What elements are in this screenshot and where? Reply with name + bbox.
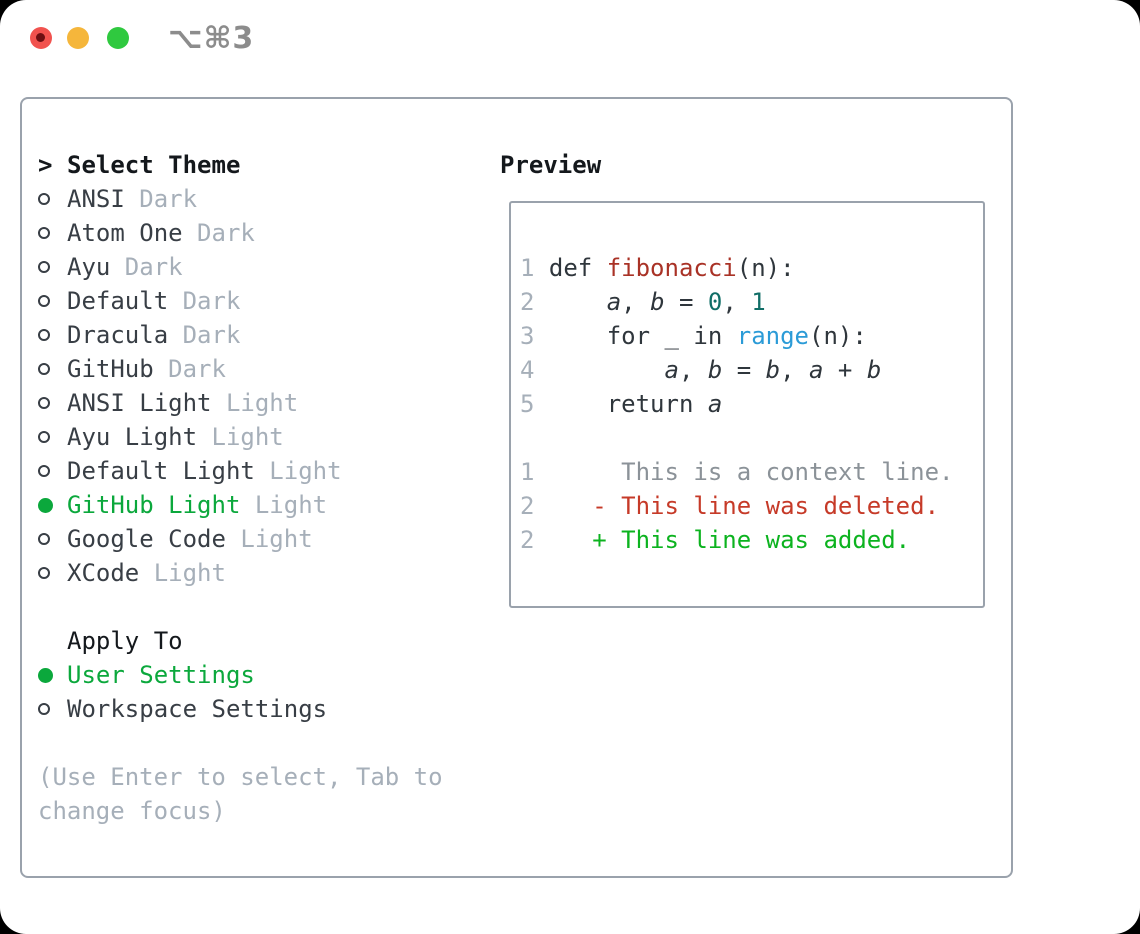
selection-cursor-icon: > [38, 151, 53, 179]
apply-option-user-settings[interactable]: User Settings [38, 658, 443, 692]
help-text-line: (Use Enter to select, Tab to [38, 763, 443, 791]
theme-picker-title: Select Theme [67, 151, 241, 179]
minimize-button[interactable] [67, 27, 89, 49]
radio-selected-icon [38, 667, 53, 683]
code-line: 4 a, b = b, a + b [520, 356, 882, 384]
window-title: ⌥⌘3 [168, 21, 255, 56]
radio-icon [38, 295, 50, 307]
code-line: 2 a, b = 0, 1 [520, 288, 766, 316]
radio-icon [38, 431, 50, 443]
close-dot-icon [36, 33, 45, 42]
diff-line-context: 1 This is a context line. [520, 458, 954, 486]
diff-line-deleted: 2 - This line was deleted. [520, 492, 940, 520]
spacer [38, 590, 443, 624]
apply-to-title: Apply To [67, 627, 183, 655]
radio-icon [38, 363, 50, 375]
theme-option-default-light-light[interactable]: Default Light Light [38, 454, 443, 488]
diff-line-added: 2 + This line was added. [520, 526, 911, 554]
radio-icon [38, 533, 50, 545]
theme-option-default-dark[interactable]: Default Dark [38, 284, 443, 318]
apply-option-workspace-settings[interactable]: Workspace Settings [38, 692, 443, 726]
spacer [520, 421, 983, 455]
theme-option-github-light-light[interactable]: GitHub Light Light [38, 488, 443, 522]
diff-sample: 1 This is a context line. 2 - This line w… [520, 455, 983, 557]
radio-icon [38, 193, 50, 205]
radio-icon [38, 261, 50, 273]
help-text-line: change focus) [38, 797, 226, 825]
theme-option-atom-one-dark[interactable]: Atom One Dark [38, 216, 443, 250]
preview-pane: 1 def fibonacci(n): 2 a, b = 0, 1 3 for _ … [509, 201, 985, 608]
theme-option-ansi-dark[interactable]: ANSI Dark [38, 182, 443, 216]
theme-option-github-dark[interactable]: GitHub Dark [38, 352, 443, 386]
radio-icon [38, 227, 50, 239]
radio-icon [38, 397, 50, 409]
theme-option-dracula-dark[interactable]: Dracula Dark [38, 318, 443, 352]
code-line: 1 def fibonacci(n): [520, 254, 795, 282]
close-button[interactable] [30, 27, 52, 49]
theme-picker-title-row: > Select Theme [38, 148, 443, 182]
radio-icon [38, 703, 50, 715]
help-text: (Use Enter to select, Tab to change focus… [38, 760, 443, 828]
radio-icon [38, 465, 50, 477]
theme-option-ansi-light-light[interactable]: ANSI Light Light [38, 386, 443, 420]
preview-title: Preview [500, 151, 602, 179]
code-line: 3 for _ in range(n): [520, 322, 867, 350]
radio-selected-icon [38, 497, 53, 513]
theme-option-google-code-light[interactable]: Google Code Light [38, 522, 443, 556]
theme-option-ayu-dark[interactable]: Ayu Dark [38, 250, 443, 284]
zoom-button[interactable] [107, 27, 129, 49]
apply-to-title-row: Apply To [38, 624, 443, 658]
code-sample: 1 def fibonacci(n): 2 a, b = 0, 1 3 for _ … [520, 251, 983, 421]
radio-icon [38, 329, 50, 341]
theme-option-xcode-light[interactable]: XCode Light [38, 556, 443, 590]
spacer [38, 726, 443, 760]
radio-icon [38, 567, 50, 579]
code-line: 5 return a [520, 390, 723, 418]
theme-option-ayu-light-light[interactable]: Ayu Light Light [38, 420, 443, 454]
